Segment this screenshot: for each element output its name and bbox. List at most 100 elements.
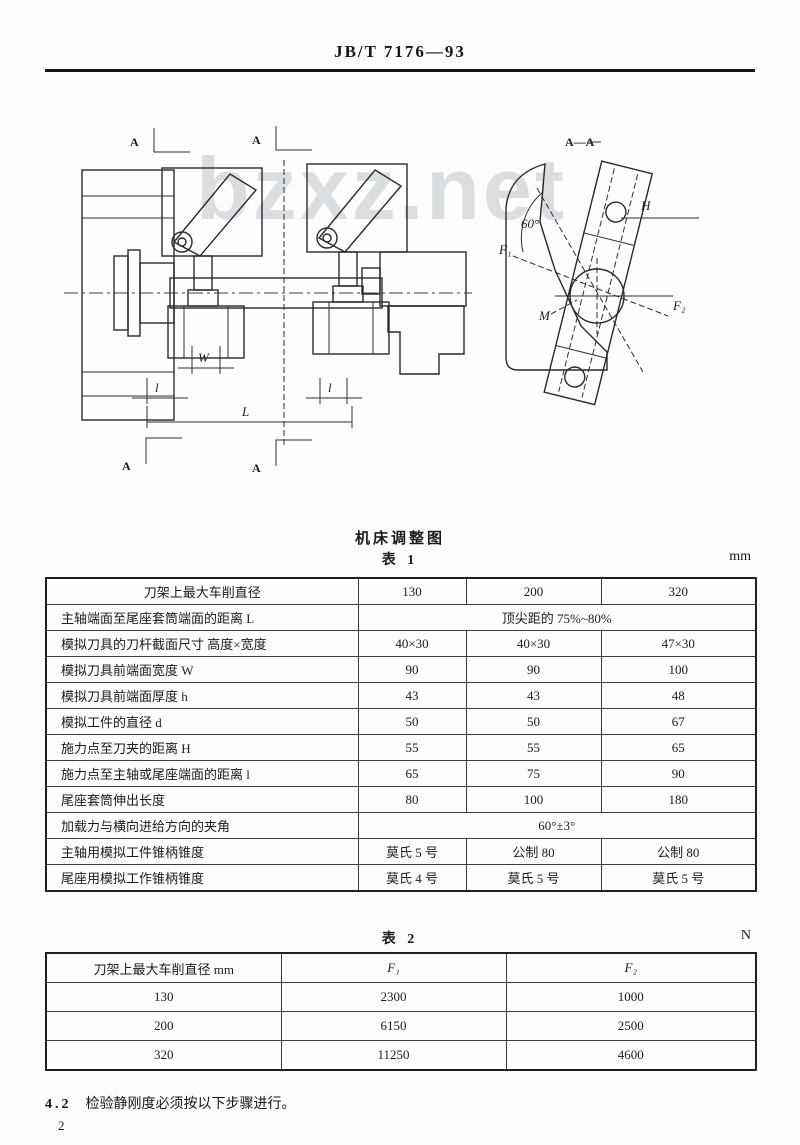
cell: 50 (357, 708, 467, 735)
cell: 130 (357, 577, 467, 605)
row-label: 模拟刀具的刀杆截面尺寸 高度×宽度 (45, 630, 359, 657)
cell: 65 (357, 760, 467, 787)
cell: 180 (600, 786, 757, 813)
section-marker-a2: A (252, 133, 261, 147)
table-row: 尾座套筒伸出长度 80 100 180 (45, 786, 757, 813)
standard-number: JB/T 7176—93 (334, 42, 466, 61)
cell: 90 (465, 656, 602, 683)
row-label: 模拟工件的直径 d (45, 708, 359, 735)
section-aa-drawing: A—A 60° H F₁ F₂ M (498, 135, 699, 406)
cell: 65 (600, 734, 757, 761)
cell: 40×30 (357, 630, 467, 657)
table-row: 施力点至刀夹的距离 H 55 55 65 (45, 734, 757, 761)
table1-unit: mm (729, 549, 751, 564)
cell: 公制 80 (465, 838, 602, 865)
table-row: 模拟工件的直径 d 50 50 67 (45, 708, 757, 735)
clause-number: 4.2 (45, 1097, 72, 1112)
cell: 50 (465, 708, 602, 735)
cell: 100 (465, 786, 602, 813)
table-row: 主轴端面至尾座套筒端面的距离 L 顶尖距的 75%~80% (45, 604, 757, 631)
cell: 11250 (280, 1040, 507, 1071)
table2-caption: 表 2 (381, 932, 419, 947)
column-header-f1: F₁ (280, 952, 507, 983)
section-marker-a3: A (122, 459, 131, 473)
section-marker-a4: A (252, 461, 261, 475)
table-row: 主轴用模拟工件锥柄锥度 莫氏 5 号 公制 80 公制 80 (45, 838, 757, 865)
lathe-side-view-drawing: A A A A W l l L (64, 126, 472, 475)
row-label: 尾座用模拟工作锥柄锥度 (45, 864, 359, 892)
section-view-label: A—A (565, 135, 595, 149)
cell: 130 (45, 982, 282, 1012)
column-header: 刀架上最大车削直径 mm (45, 952, 282, 983)
row-label: 模拟刀具前端面宽度 W (45, 656, 359, 683)
table-row: 模拟刀具前端面宽度 W 90 90 100 (45, 656, 757, 683)
table-header-row: 刀架上最大车削直径 mm F₁ F₂ (45, 952, 757, 983)
table-row: 模拟刀具的刀杆截面尺寸 高度×宽度 40×30 40×30 47×30 (45, 630, 757, 657)
cell: 莫氏 4 号 (357, 864, 467, 892)
cell-span: 顶尖距的 75%~80% (357, 604, 757, 631)
row-label: 施力点至主轴或尾座端面的距离 l (45, 760, 359, 787)
cell: 200 (465, 577, 602, 605)
table-row: 加载力与横向进给方向的夹角 60°±3° (45, 812, 757, 839)
table-row: 130 2300 1000 (45, 982, 757, 1012)
dim-label-h: H (640, 198, 651, 213)
row-label: 刀架上最大车削直径 (45, 577, 359, 605)
table-row: 320 11250 4600 (45, 1040, 757, 1071)
dim-label-l-right: l (328, 380, 332, 395)
angle-label: 60° (521, 216, 539, 231)
cell: 320 (600, 577, 757, 605)
cell: 莫氏 5 号 (357, 838, 467, 865)
table1-caption-row: 表 1 mm (45, 549, 755, 569)
cell: 莫氏 5 号 (465, 864, 602, 892)
table1-caption: 表 1 (381, 553, 419, 568)
table-row: 200 6150 2500 (45, 1011, 757, 1041)
dim-label-m: M (538, 308, 551, 323)
row-label: 加载力与横向进给方向的夹角 (45, 812, 359, 839)
section-marker-a1: A (130, 135, 139, 149)
dim-label-l-left: l (155, 380, 159, 395)
cell: 2500 (505, 1011, 757, 1041)
row-label: 主轴用模拟工件锥柄锥度 (45, 838, 359, 865)
cell: 47×30 (600, 630, 757, 657)
cell: 100 (600, 656, 757, 683)
cell: 48 (600, 682, 757, 709)
header-rule (45, 69, 755, 72)
table-2: 刀架上最大车削直径 mm F₁ F₂ 130 2300 1000 200 615… (45, 952, 757, 1071)
cell: 80 (357, 786, 467, 813)
row-label: 模拟刀具前端面厚度 h (45, 682, 359, 709)
cell: 40×30 (465, 630, 602, 657)
cell: 1000 (505, 982, 757, 1012)
dim-label-w: W (198, 350, 210, 365)
cell: 莫氏 5 号 (600, 864, 757, 892)
force-label-f2: F₂ (672, 298, 686, 313)
row-label: 主轴端面至尾座套筒端面的距离 L (45, 604, 359, 631)
table-1: 刀架上最大车削直径 130 200 320 主轴端面至尾座套筒端面的距离 L 顶… (45, 577, 757, 892)
cell: 4600 (505, 1040, 757, 1071)
cell: 67 (600, 708, 757, 735)
cell: 90 (357, 656, 467, 683)
cell-span: 60°±3° (357, 812, 757, 839)
table-row: 模拟刀具前端面厚度 h 43 43 48 (45, 682, 757, 709)
row-label: 尾座套筒伸出长度 (45, 786, 359, 813)
force-label-f1: F₁ (498, 242, 511, 257)
cell: 55 (357, 734, 467, 761)
table-row: 施力点至主轴或尾座端面的距离 l 65 75 90 (45, 760, 757, 787)
column-header-f2: F₂ (505, 952, 757, 983)
cell: 2300 (280, 982, 507, 1012)
table-row: 尾座用模拟工作锥柄锥度 莫氏 4 号 莫氏 5 号 莫氏 5 号 (45, 864, 757, 892)
watermark-text: bzxz.net (196, 139, 568, 238)
cell: 90 (600, 760, 757, 787)
cell: 200 (45, 1011, 282, 1041)
cell: 43 (357, 682, 467, 709)
cell: 75 (465, 760, 602, 787)
page-number: 2 (58, 1118, 65, 1133)
figure-caption: 机床调整图 (354, 531, 445, 547)
dim-label-L: L (241, 404, 249, 419)
table2-caption-row: 表 2 N (45, 928, 755, 948)
cell: 320 (45, 1040, 282, 1071)
table2-unit: N (740, 928, 751, 943)
table-row: 刀架上最大车削直径 130 200 320 (45, 577, 757, 605)
row-label: 施力点至刀夹的距离 H (45, 734, 359, 761)
